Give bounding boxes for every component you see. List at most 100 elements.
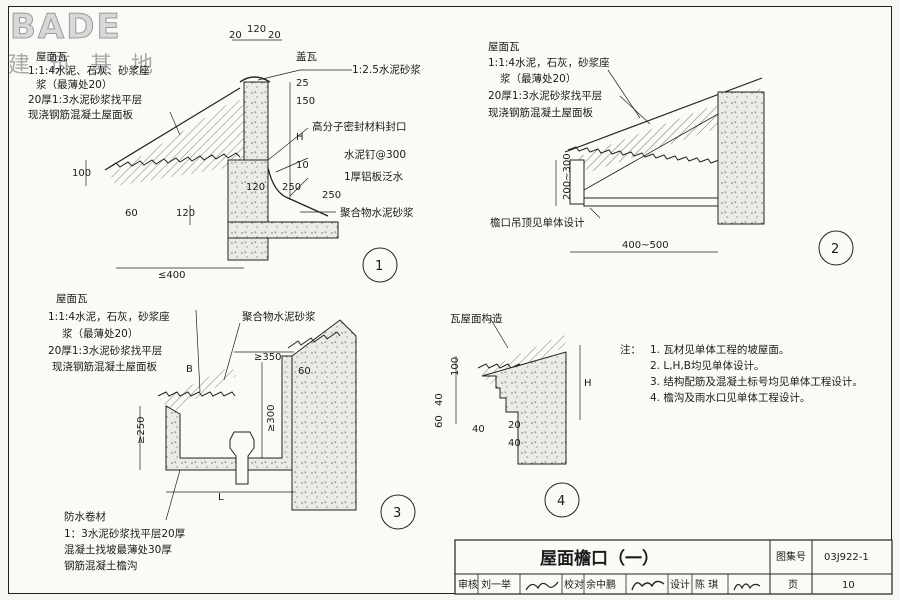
designer-signature — [733, 583, 761, 591]
d3-bottom-0: 防水卷材 — [64, 510, 106, 523]
detail-2: 200~300 400~500 檐口吊顶见单体设计 屋面瓦 1:1:4水泥，石灰… — [488, 41, 854, 266]
dim-250-3: ≥250 — [136, 417, 147, 444]
dim-200-300: 200~300 — [562, 153, 573, 200]
detail-3-marker — [380, 494, 416, 530]
dim-100-4: 100 — [450, 357, 461, 376]
dims-2 — [555, 160, 718, 253]
dim-400: ≤400 — [158, 270, 185, 281]
aluminum-flashing-1 — [267, 167, 329, 217]
d3-top-label: 聚合物水泥砂浆 — [242, 310, 316, 323]
roof-slab-3 — [160, 366, 236, 412]
d1-label-4: 现浇钢筋混凝土屋面板 — [28, 108, 133, 121]
dim-100: 100 — [72, 168, 91, 179]
page-label: 页 — [788, 579, 798, 591]
dim-120: 120 — [247, 24, 266, 35]
soffit-label: 檐口吊顶见单体设计 — [490, 216, 585, 229]
d3-bottom-3: 钢筋混凝土檐沟 — [64, 559, 138, 572]
dim-10: 10 — [296, 160, 309, 171]
d3-label-3: 20厚1:3水泥砂浆找平层 — [48, 344, 162, 357]
d2-label-2: 浆（最薄处20） — [500, 72, 576, 85]
dim-60: 60 — [125, 208, 138, 219]
cap-tile-1 — [239, 76, 271, 83]
d1-right-5: 聚合物水泥砂浆 — [340, 206, 414, 219]
reviewer-signature — [525, 581, 559, 591]
roof-slab-2 — [570, 88, 764, 172]
d3-bottom-2: 混凝土找坡最薄处30厚 — [64, 543, 172, 556]
dim-40b-4: 40 — [472, 424, 485, 435]
check-label: 校对 — [564, 578, 584, 591]
note-3: 3. 结构配筋及混凝土标号均见单体工程设计。 — [650, 375, 863, 388]
wall-body-1 — [227, 159, 269, 223]
dims-4 — [455, 317, 581, 424]
dim-120c: 120 — [176, 208, 195, 219]
reviewer-name: 刘一举 — [481, 578, 511, 591]
dim-B-3: B — [186, 364, 193, 375]
detail-1: 20 120 20 25 150 H 10 120 250 250 100 60… — [28, 24, 421, 283]
dims-3 — [139, 322, 294, 493]
dim-40-4: 40 — [434, 393, 445, 406]
notes-prefix: 注： — [620, 343, 641, 356]
detail-3-number: 3 — [393, 506, 401, 521]
detail-4: 100 40 60 40 20 40 H 瓦屋面构造 4 — [434, 312, 592, 518]
dim-25: 25 — [296, 78, 309, 89]
detail-2-number: 2 — [831, 242, 839, 257]
dim-40c-4: 40 — [508, 438, 521, 449]
tile-line-2 — [564, 77, 763, 153]
d3-label-1: 1:1:4水泥，石灰，砂浆座 — [48, 310, 170, 323]
slab-underside-2 — [583, 113, 719, 191]
dim-H: H — [296, 132, 304, 143]
detail-3: ≥250 ≥300 ≥350 B L 60 聚合物水泥砂浆 屋面瓦 1:1:4水… — [48, 293, 416, 572]
atlas-number: 03J922-1 — [824, 552, 869, 563]
fascia-2 — [569, 159, 585, 205]
d2-label-0: 屋面瓦 — [488, 41, 520, 53]
soffit-board-2 — [583, 197, 719, 207]
d3-label-2: 浆（最薄处20） — [62, 327, 138, 340]
dim-H-4: H — [584, 378, 592, 389]
d2-label-4: 现浇钢筋混凝土屋面板 — [488, 106, 593, 119]
note-4: 4. 檐沟及雨水口见单体工程设计。 — [650, 391, 810, 404]
dim-150: 150 — [296, 96, 315, 107]
leaders-1 — [169, 69, 352, 213]
d3-label-4: 现浇钢筋混凝土屋面板 — [52, 360, 157, 373]
d1-right-1: 1:2.5水泥砂浆 — [352, 63, 421, 76]
dim-250: 250 — [282, 182, 301, 193]
designer-name: 陈 琪 — [695, 578, 718, 591]
wall-2 — [717, 91, 765, 225]
leaders-3 — [165, 309, 201, 521]
d1-label-2: 浆（最薄处20） — [36, 78, 112, 91]
d1-label-3: 20厚1:3水泥砂浆找平层 — [28, 93, 142, 106]
d3-bottom-1: 1：3水泥砂浆找平层20厚 — [64, 527, 186, 540]
dim-250b: 250 — [322, 190, 341, 201]
d1-right-4: 1厚铝板泛水 — [344, 170, 404, 183]
detail-1-number: 1 — [375, 259, 383, 274]
atlas-label: 图集号 — [776, 550, 806, 563]
tile-line-1 — [104, 87, 241, 171]
detail-4-number: 4 — [557, 494, 565, 509]
tiles-3 — [157, 391, 236, 397]
dim-20b: 20 — [268, 30, 281, 41]
leaders-2 — [607, 69, 651, 125]
eave-molding-4 — [481, 351, 567, 465]
logo: BADE 建 筑 基 地 — [8, 7, 159, 79]
detail-4-marker — [544, 482, 580, 518]
dim-60-4: 60 — [434, 415, 445, 428]
title-block: 屋面檐口（一） 图集号 03J922-1 审核 刘一举 校对 余中鹏 设计 陈 … — [454, 539, 893, 595]
dim-400-500: 400~500 — [622, 240, 669, 251]
dim-60-3: 60 — [298, 366, 311, 377]
logo-cn: 建 筑 基 地 — [8, 53, 159, 78]
lower-slab-1 — [227, 221, 339, 239]
dim-120b: 120 — [246, 182, 265, 193]
dim-20a: 20 — [229, 30, 242, 41]
logo-brand: BADE — [10, 7, 122, 47]
d1-right-2: 高分子密封材料封口 — [312, 120, 407, 133]
dim-350-3: ≥350 — [254, 352, 281, 363]
rain-outlet-3 — [229, 431, 255, 485]
checker-signature — [631, 580, 665, 591]
page-number: 10 — [842, 580, 855, 591]
d1-label-1: 1:1:4水泥、石灰、砂浆座 — [28, 64, 150, 77]
detail-2-marker — [818, 230, 854, 266]
d1-label-0: 屋面瓦 — [36, 51, 68, 63]
d2-label-3: 20厚1:3水泥砂浆找平层 — [488, 89, 602, 102]
dim-20-4: 20 — [508, 420, 521, 431]
